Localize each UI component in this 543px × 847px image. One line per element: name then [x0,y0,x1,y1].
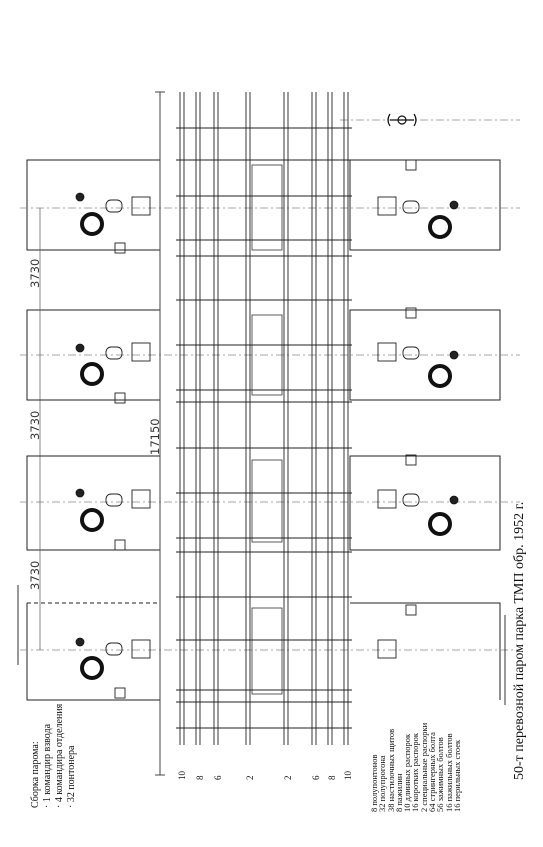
spacing-dimension-1: 3730 [28,258,42,288]
beams [179,92,349,745]
hatch-circle-icon [428,215,452,239]
hatch-circle-icon [80,212,104,236]
hatch-circle-icon [80,508,104,532]
crew-item: · 32 понтонера [66,745,77,809]
crew-block: Сборка парома: · 1 командир взвода · 4 к… [30,704,78,808]
crew-item: · 1 командир взвода [42,723,53,808]
total-length-dimension: 17150 [148,418,162,455]
crew-heading: Сборка парома: [30,741,41,808]
pontoon-left-2 [26,309,161,401]
pontoon-left-3 [26,455,161,551]
pontoon-left-1 [26,159,161,251]
crew-item: · 4 командира отделения [54,703,65,808]
pontoon-left-4 [26,603,160,701]
hatch-circle-icon [80,656,104,680]
spacing-dimension-3: 3730 [28,560,42,590]
beam-count-label: 6 [213,775,223,781]
hatch-circle-icon [428,364,452,388]
pontoon-right-4 [350,602,501,700]
beam-count-label: 2 [283,775,293,781]
beam-count-label: 10 [343,771,353,780]
hatch-circle-icon [428,512,452,536]
hatch-circle-icon [80,362,104,386]
drawing-title: 50-т перевозной паром парка ТМП обр. 195… [512,501,527,780]
beam-count-label: 6 [311,775,321,781]
parts-list: 8 полупонтонов 32 полупрогона 38 настило… [369,723,462,812]
beam-count-label: 10 [177,771,187,780]
pontoon-right-3 [349,455,501,551]
beam-count-label: 2 [245,775,255,781]
anchor-icon [387,113,417,127]
parts-item: 16 перильных стоек [451,739,462,812]
beam-count-label: 8 [327,775,337,781]
pontoon-right-1 [349,159,501,251]
spacing-dimension-2: 3730 [28,410,42,440]
beam-count-label: 8 [195,775,205,781]
